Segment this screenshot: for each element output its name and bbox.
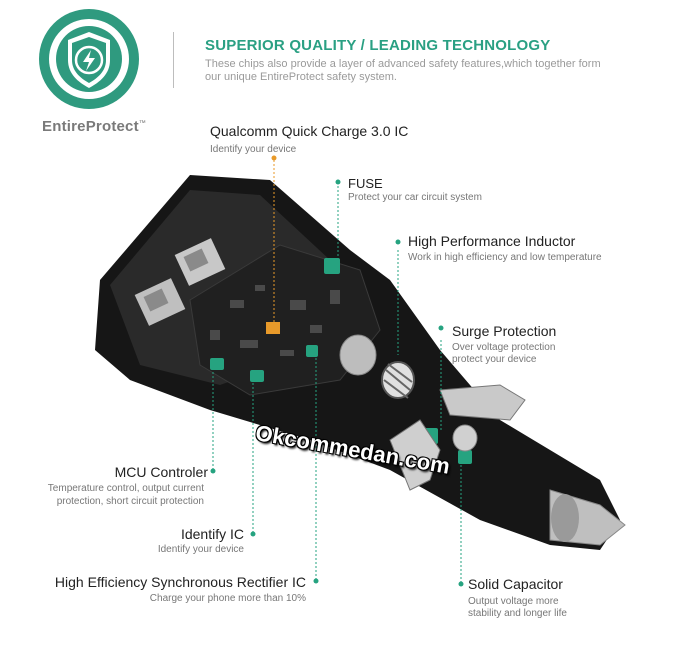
- mcu-sub-1: Temperature control, output current: [47, 483, 204, 494]
- qualcomm-sub: Identify your device: [210, 144, 297, 155]
- identify-ic-label: Identify IC: [180, 526, 244, 542]
- mcu-sub-2: protection, short circuit protection: [56, 496, 204, 507]
- shield-logo-icon: [39, 9, 139, 109]
- logo-text: EntireProtect™: [42, 118, 146, 135]
- capacitor-label: Solid Capacitor: [468, 576, 563, 592]
- qualcomm-label: Qualcomm Quick Charge 3.0 IC: [210, 123, 409, 139]
- mcu-label: MCU Controler: [114, 464, 208, 480]
- surge-sub-1: Over voltage protection: [452, 342, 556, 353]
- headline: SUPERIOR QUALITY / LEADING TECHNOLOGY: [205, 37, 551, 54]
- fuse-sub: Protect your car circuit system: [348, 192, 482, 203]
- fuse-label: FUSE: [348, 176, 383, 191]
- inductor-sub: Work in high efficiency and low temperat…: [408, 252, 602, 263]
- car-charger-illustration: [95, 175, 626, 550]
- rectifier-sub: Charge your phone more than 10%: [149, 593, 306, 604]
- inductor-label: High Performance Inductor: [408, 233, 576, 249]
- capacitor-sub-1: Output voltage more: [468, 596, 559, 607]
- header-divider: [173, 32, 174, 88]
- surge-label: Surge Protection: [452, 323, 557, 339]
- capacitor-sub-2: stability and longer life: [468, 608, 567, 619]
- rectifier-label: High Efficiency Synchronous Rectifier IC: [54, 574, 306, 590]
- subline: These chips also provide a layer of adva…: [205, 58, 601, 83]
- surge-sub-2: protect your device: [452, 354, 537, 365]
- identify-ic-sub: Identify your device: [157, 544, 244, 555]
